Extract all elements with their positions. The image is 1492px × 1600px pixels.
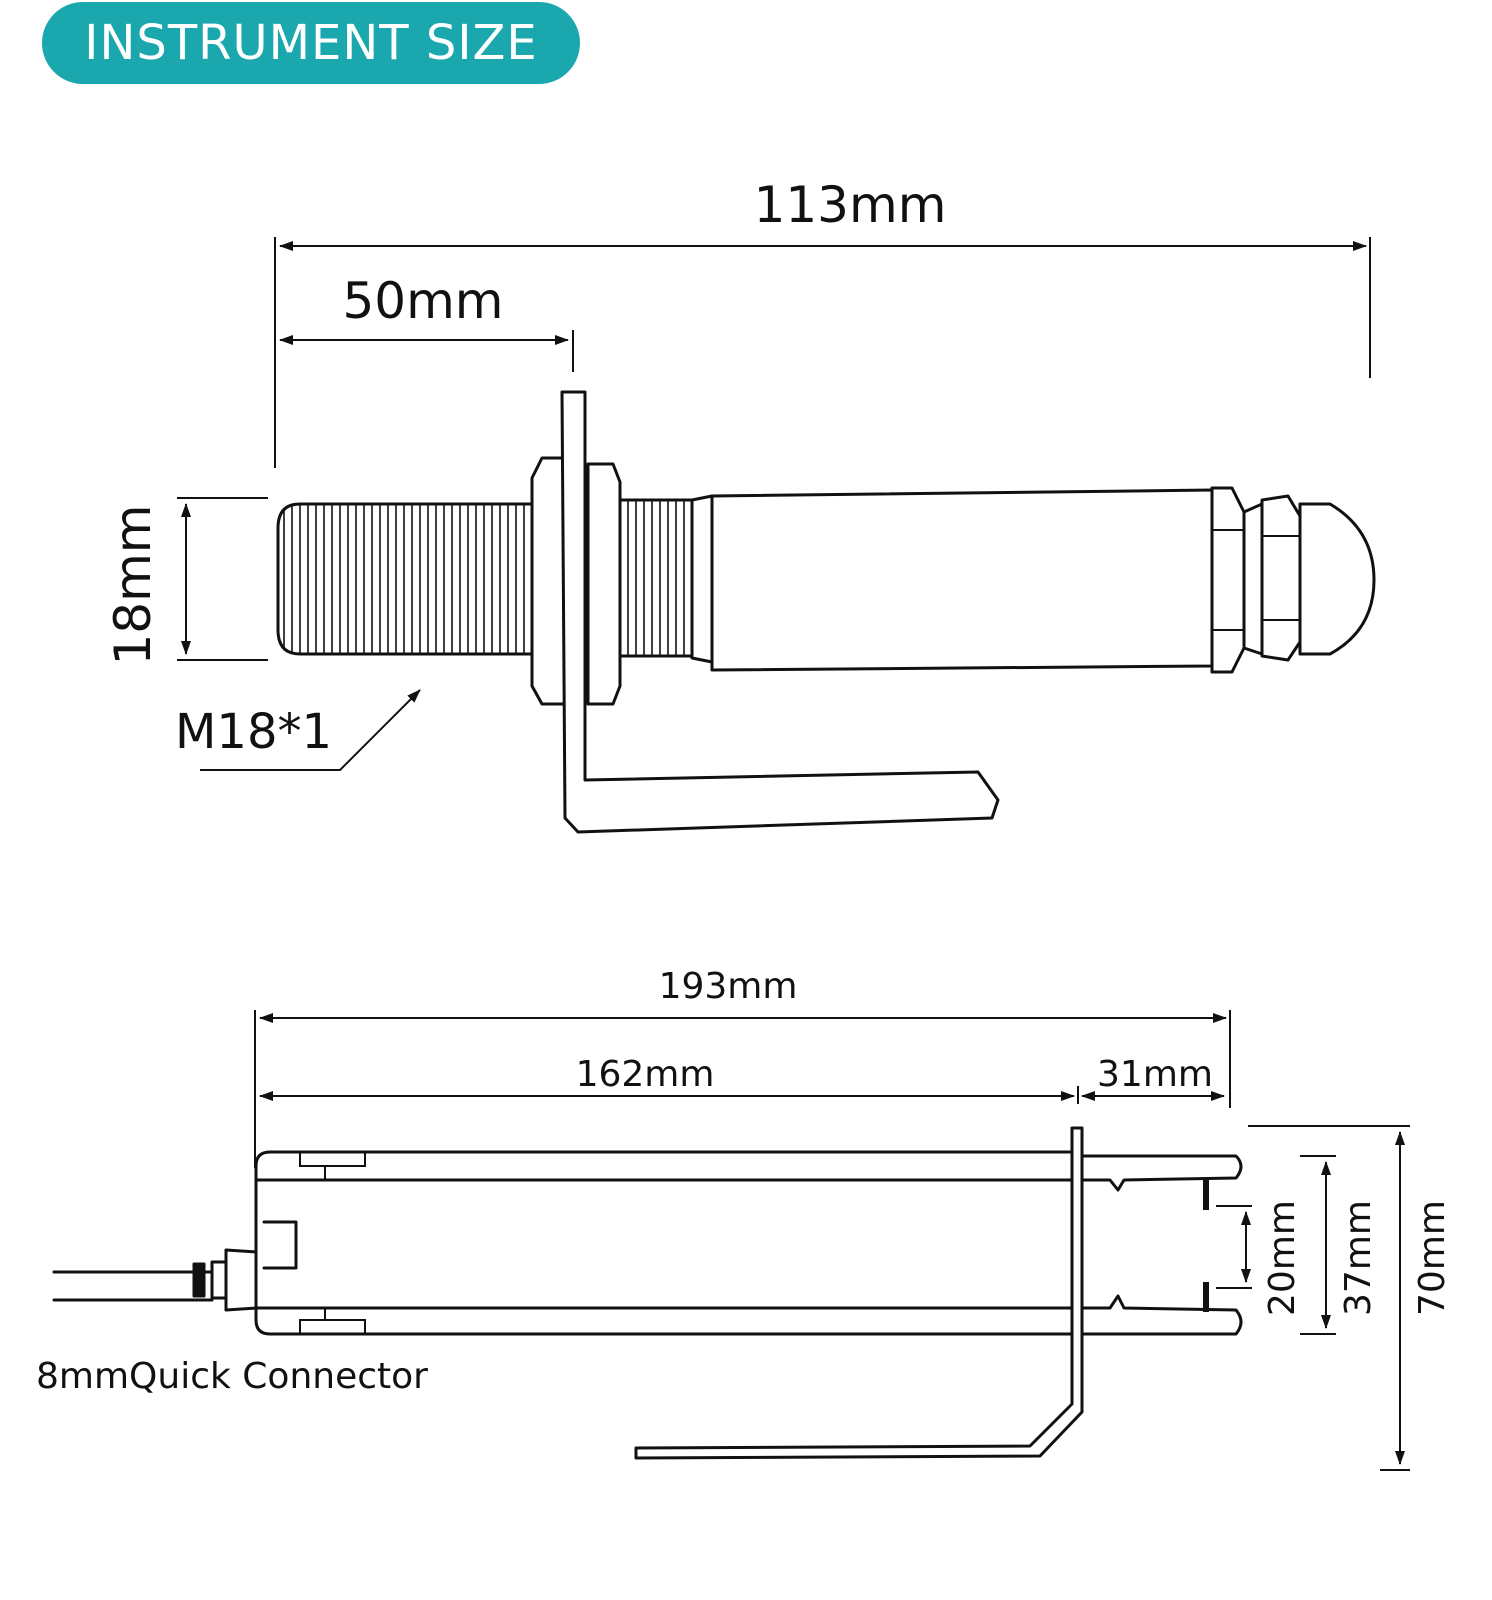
dim-bracket-height: 70mm xyxy=(1412,1200,1453,1316)
dim-inner-gap: 20mm xyxy=(1262,1200,1303,1316)
nut-left xyxy=(530,456,567,706)
cable-cap xyxy=(1298,502,1376,656)
threaded-front xyxy=(276,502,534,656)
head-prong-upper xyxy=(1080,1154,1243,1192)
quick-connector-collar xyxy=(210,1260,228,1300)
collar xyxy=(690,494,714,664)
dim-thread-length: 50mm xyxy=(342,272,503,330)
thread-spec-leader xyxy=(200,689,421,771)
dim-total-length: 193mm xyxy=(659,966,798,1007)
cable-gland-neck xyxy=(1242,502,1264,656)
dim-diameter: 18mm xyxy=(104,504,162,665)
cable-hex-nut xyxy=(1210,486,1246,674)
sensor-body xyxy=(710,488,1214,672)
quick-connector-body xyxy=(224,1248,258,1312)
nut-right xyxy=(586,462,622,706)
quick-connector-ring xyxy=(192,1262,206,1298)
dim-head-width: 37mm xyxy=(1338,1200,1379,1316)
dim-body-length: 162mm xyxy=(576,1054,715,1095)
side-view: 113mm 50mm 18mm M18*1 xyxy=(104,176,1376,834)
dim-overall-length: 113mm xyxy=(754,176,947,234)
top-view: 193mm 162mm 31mm 8mmQuick Connector xyxy=(36,966,1453,1471)
head-prong-lower xyxy=(1080,1294,1243,1336)
section-title-badge: INSTRUMENT SIZE xyxy=(42,2,580,84)
cable-gland-nut xyxy=(1260,494,1302,662)
mount-bracket xyxy=(560,390,1000,834)
end-cap-tab xyxy=(262,1220,298,1270)
dim-head-length: 31mm xyxy=(1097,1054,1213,1095)
top-body xyxy=(254,1150,1074,1336)
thread-spec-label: M18*1 xyxy=(175,704,332,760)
threaded-rear xyxy=(618,498,694,658)
top-bracket xyxy=(634,1126,1084,1460)
connector-label: 8mmQuick Connector xyxy=(36,1356,428,1397)
